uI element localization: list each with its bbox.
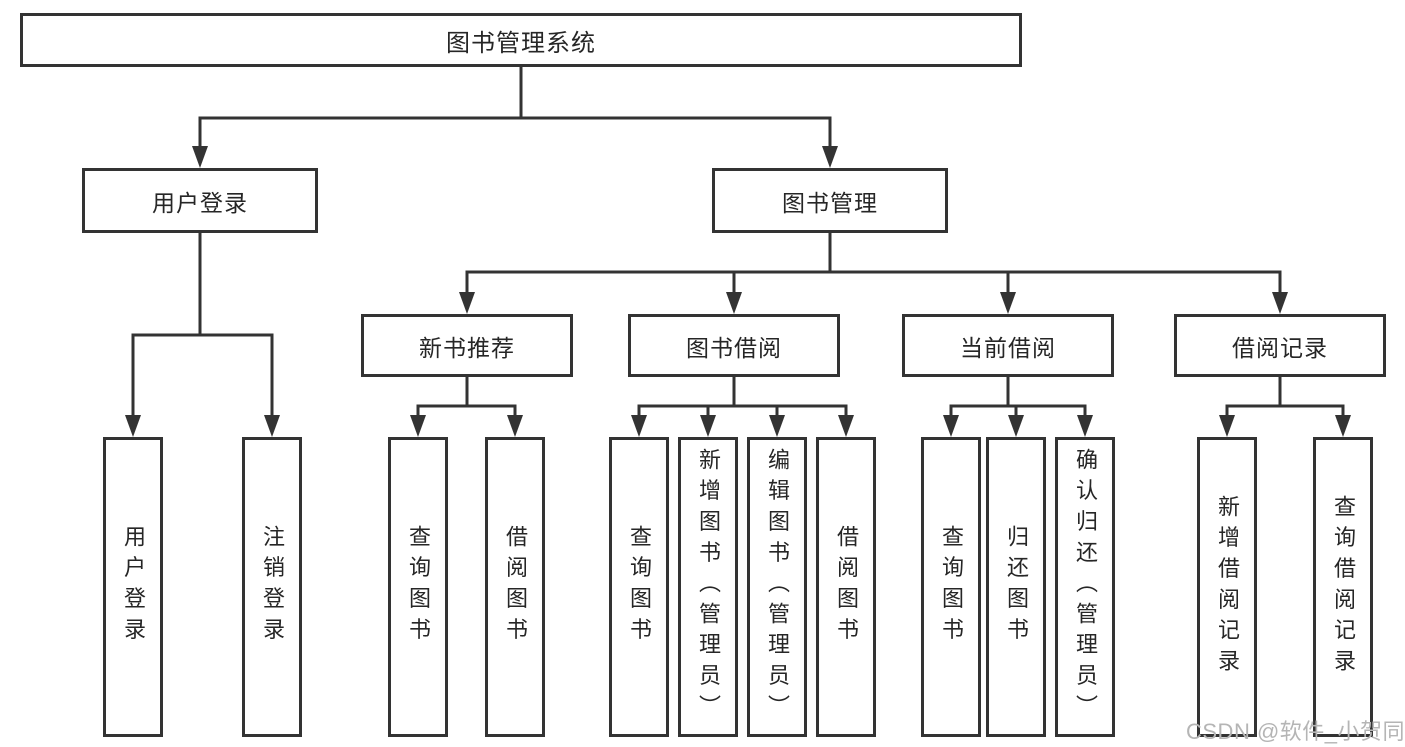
leaf-add-books-admin: 新增图书（管理员） (678, 437, 738, 737)
leaf-edit-books-admin: 编辑图书（管理员） (747, 437, 807, 737)
node-label: 当前借阅 (960, 334, 1056, 361)
node-label: 图书管理 (782, 189, 878, 216)
node-label: 查询图书 (939, 525, 964, 649)
node-book-borrowing: 图书借阅 (628, 314, 840, 377)
node-label: 用户登录 (121, 525, 146, 649)
node-label: 确认归还（管理员） (1073, 448, 1098, 726)
csdn-watermark: CSDN @软件_小贺同学 (1186, 719, 1405, 744)
node-current-borrowing: 当前借阅 (902, 314, 1114, 377)
node-label: 图书借阅 (686, 334, 782, 361)
leaf-logout: 注销登录 (242, 437, 302, 737)
leaf-query-books-recommend: 查询图书 (388, 437, 448, 737)
leaf-confirm-return-admin: 确认归还（管理员） (1055, 437, 1115, 737)
leaf-query-books-current: 查询图书 (921, 437, 981, 737)
node-label: 新书推荐 (419, 334, 515, 361)
leaf-return-books: 归还图书 (986, 437, 1046, 737)
node-label: 借阅图书 (503, 525, 528, 649)
node-label: 新增借阅记录 (1215, 494, 1240, 680)
node-label: 用户登录 (152, 189, 248, 216)
node-label: 注销登录 (260, 525, 285, 649)
node-label: 借阅记录 (1232, 334, 1328, 361)
node-label: 查询图书 (627, 525, 652, 649)
node-label: 新增图书（管理员） (696, 448, 721, 726)
leaf-query-borrow-record: 查询借阅记录 (1313, 437, 1373, 737)
node-label: 编辑图书（管理员） (765, 448, 790, 726)
leaf-user-login: 用户登录 (103, 437, 163, 737)
node-library-management-system: 图书管理系统 (20, 13, 1022, 67)
leaf-query-books-borrowing: 查询图书 (609, 437, 669, 737)
node-label: 查询借阅记录 (1331, 494, 1356, 680)
node-label: 查询图书 (406, 525, 431, 649)
node-new-book-recommend: 新书推荐 (361, 314, 573, 377)
node-user-login-module: 用户登录 (82, 168, 318, 233)
node-book-management-module: 图书管理 (712, 168, 948, 233)
node-label: 归还图书 (1004, 525, 1029, 649)
leaf-borrow-books-recommend: 借阅图书 (485, 437, 545, 737)
leaf-borrow-books: 借阅图书 (816, 437, 876, 737)
leaf-add-borrow-record: 新增借阅记录 (1197, 437, 1257, 737)
node-borrow-records: 借阅记录 (1174, 314, 1386, 377)
node-label: 借阅图书 (834, 525, 859, 649)
node-label: 图书管理系统 (446, 29, 596, 57)
